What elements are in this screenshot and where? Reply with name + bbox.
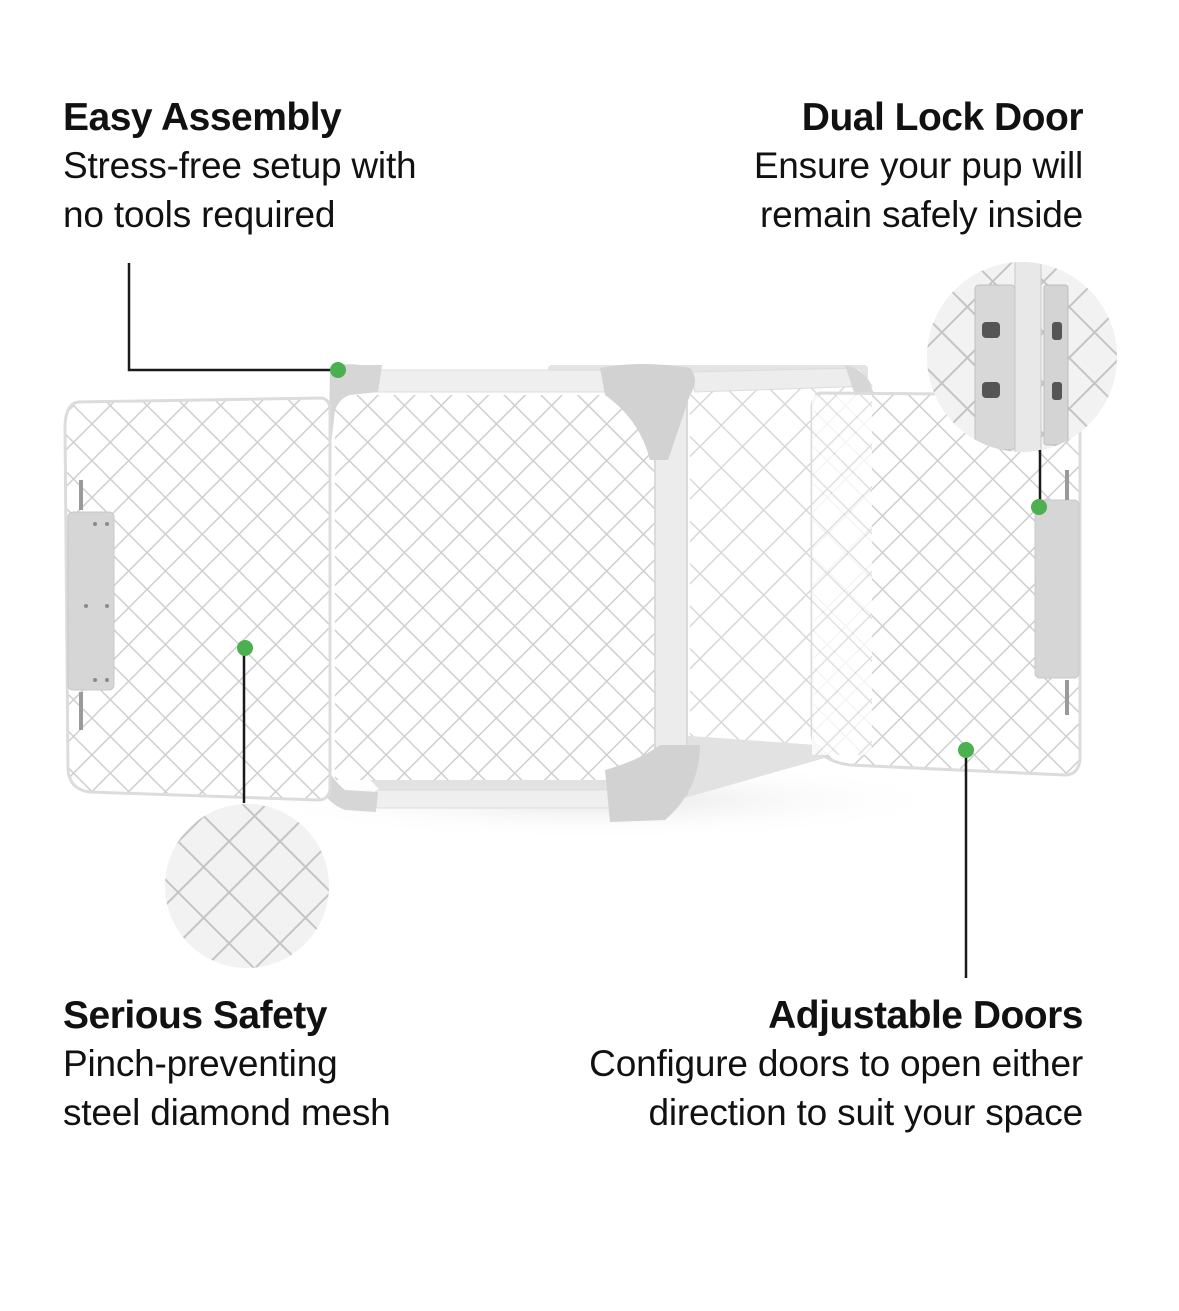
callout-dual-lock-door: Dual Lock Door Ensure your pup will rema… [603, 95, 1084, 239]
feature-description-line: Pinch-preventing [63, 1043, 338, 1084]
dog-crate-illustration [63, 262, 1117, 978]
feature-description-line: no tools required [63, 194, 336, 235]
feature-description-line: Stress-free setup with [63, 145, 417, 186]
feature-title: Serious Safety [63, 994, 327, 1037]
feature-description-line: Configure doors to open either [589, 1043, 1083, 1084]
leader-lines [127, 263, 1042, 978]
mesh-detail-zoom-circle [165, 804, 329, 968]
feature-description: Stress-free setup with no tools required [63, 141, 543, 239]
right-door [810, 391, 1082, 777]
left-door [63, 396, 332, 802]
feature-description: Pinch-preventing steel diamond mesh [63, 1039, 543, 1137]
marker-dots [237, 362, 1047, 758]
feature-description-line: Ensure your pup will [753, 145, 1083, 186]
lock-detail-zoom-circle [927, 262, 1117, 452]
feature-description: Ensure your pup will remain safely insid… [603, 141, 1083, 239]
leader-line-easy-assembly [127, 263, 338, 372]
callout-easy-assembly: Easy Assembly Stress-free setup with no … [63, 95, 543, 239]
feature-description: Configure doors to open either direction… [463, 1039, 1083, 1137]
feature-description-line: steel diamond mesh [63, 1092, 391, 1133]
crate-front-panel [312, 364, 875, 822]
marker-dot-easy-assembly [330, 362, 346, 378]
feature-description-line: direction to suit your space [648, 1092, 1083, 1133]
marker-dot-adjustable-doors [958, 742, 974, 758]
feature-title: Easy Assembly [63, 96, 342, 139]
feature-title: Adjustable Doors [768, 994, 1083, 1037]
callout-serious-safety: Serious Safety Pinch-preventing steel di… [63, 993, 543, 1137]
feature-description-line: remain safely inside [760, 194, 1083, 235]
marker-dot-dual-lock [1031, 499, 1047, 515]
marker-dot-serious-safety [237, 640, 253, 656]
callout-adjustable-doors: Adjustable Doors Configure doors to open… [463, 993, 1083, 1137]
feature-title: Dual Lock Door [801, 96, 1084, 139]
